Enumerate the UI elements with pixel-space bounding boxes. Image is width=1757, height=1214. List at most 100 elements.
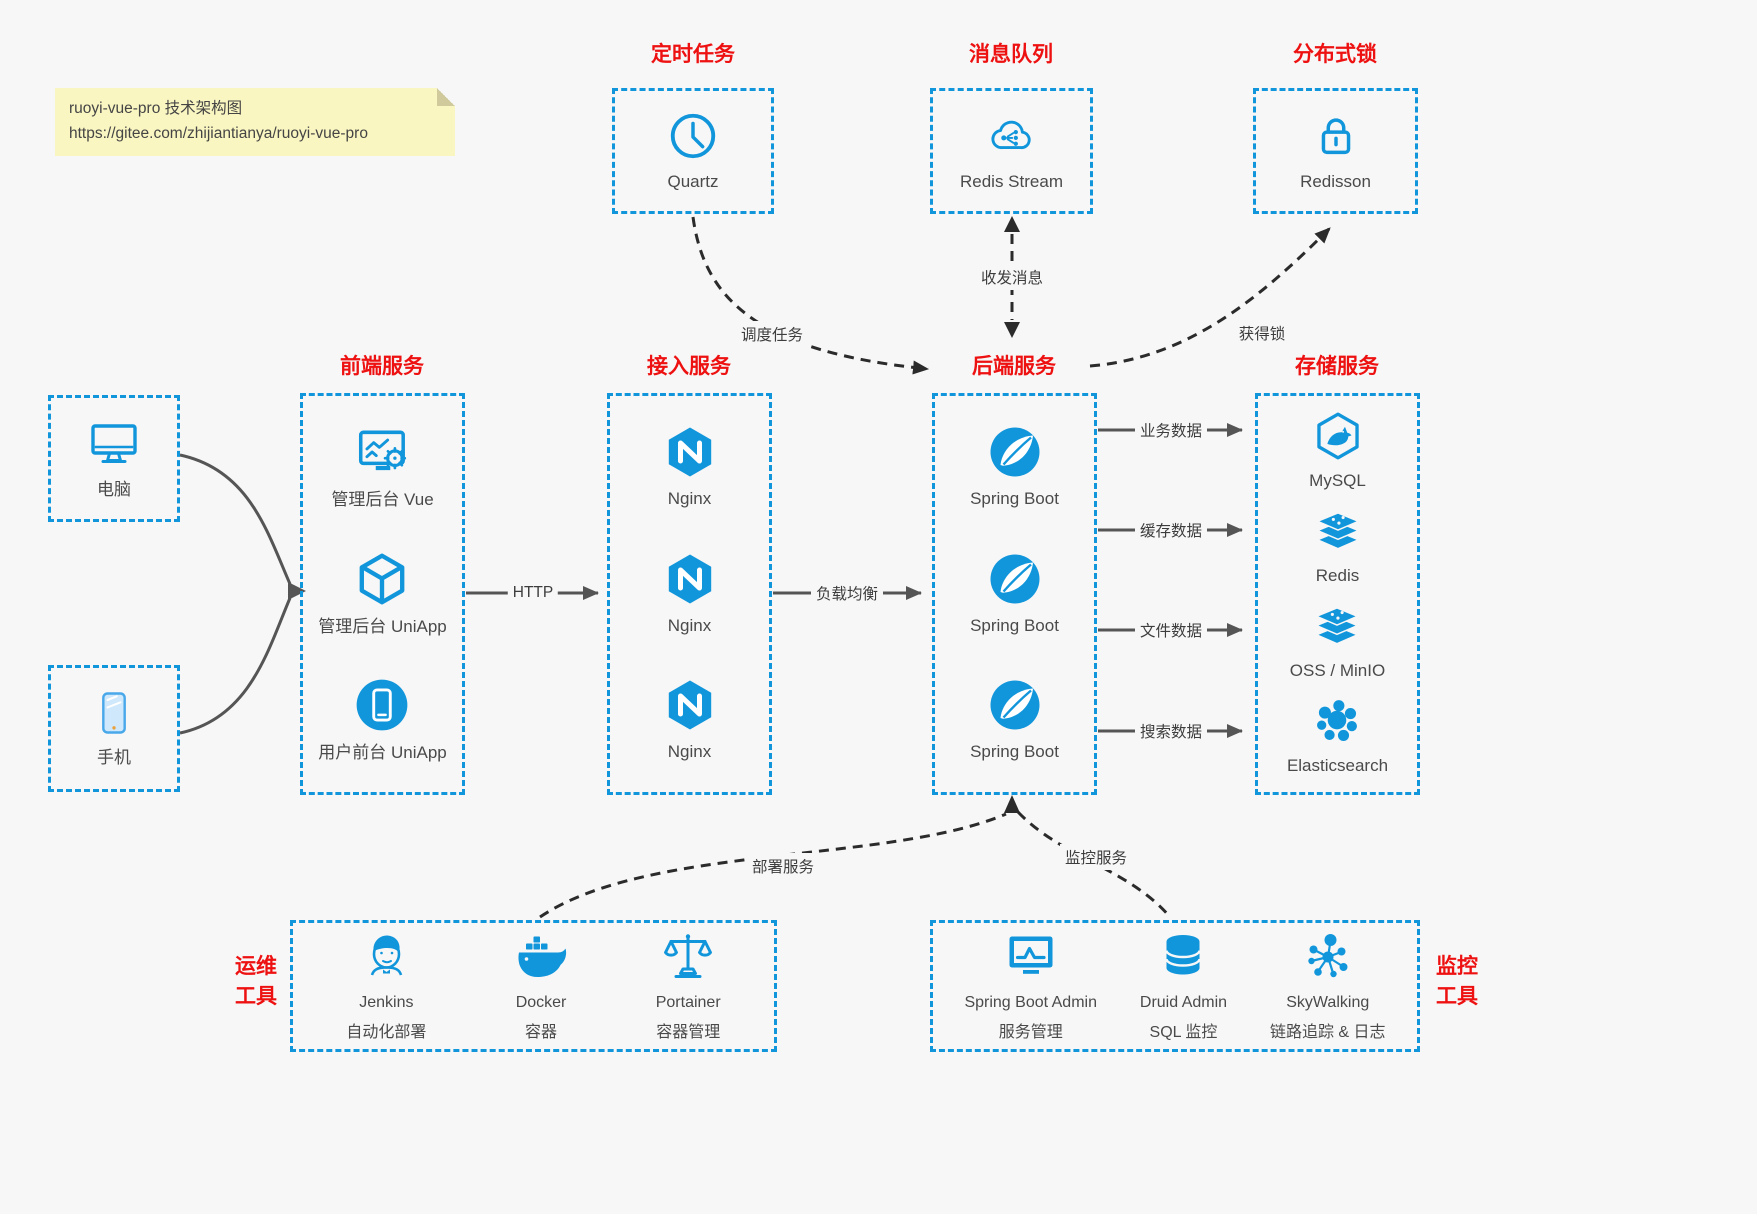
node-label: Redisson xyxy=(1300,171,1371,191)
node-jenkins-1: Jenkins 自动化部署 xyxy=(346,928,426,1044)
node-spring-3: Spring Boot xyxy=(970,677,1059,764)
node-label: Jenkins xyxy=(359,993,414,1011)
node-label: SkyWalking xyxy=(1286,993,1370,1011)
node-label: Spring Boot xyxy=(970,488,1059,508)
clock-icon xyxy=(666,109,720,163)
mysql-icon xyxy=(1312,410,1364,462)
node-nginx-3: Nginx xyxy=(662,677,718,764)
group-mq: Redis Stream xyxy=(930,88,1093,214)
edge-backend-redisson xyxy=(1089,226,1332,368)
node-label: 管理后台 UniApp xyxy=(318,616,447,636)
spring-icon xyxy=(987,677,1043,733)
edge-computer-frontend xyxy=(179,453,292,585)
edge-label-frontend-gateway: HTTP xyxy=(507,582,559,604)
node-label: Portainer xyxy=(655,993,721,1011)
node-nginx-1: Nginx xyxy=(662,424,718,511)
node-mysql-1: MySQL xyxy=(1309,410,1366,493)
node-spring-2: Spring Boot xyxy=(970,551,1059,638)
group-scheduler: Quartz xyxy=(612,88,774,214)
node-spring-1: Spring Boot xyxy=(970,424,1059,511)
elasticsearch-icon xyxy=(1311,695,1363,747)
user-app-icon xyxy=(353,676,411,734)
note-fold-corner xyxy=(437,88,455,106)
node-cube-2: 管理后台 UniApp xyxy=(318,550,447,639)
group-frontend: 管理后台 Vue 管理后台 UniApp 用户前台 UniApp xyxy=(300,393,465,795)
group-title-mq: 消息队列 xyxy=(969,43,1053,66)
edge-label-backend-redis: 缓存数据 xyxy=(1134,517,1208,543)
node-label: Druid Admin xyxy=(1139,993,1228,1011)
node-elasticsearch-4: Elasticsearch xyxy=(1287,695,1388,778)
edge-label-gateway-backend: 负载均衡 xyxy=(810,580,884,606)
druid-icon xyxy=(1155,928,1211,984)
node-label: 手机 xyxy=(97,748,131,768)
spring-icon xyxy=(987,551,1043,607)
portainer-icon xyxy=(660,928,716,984)
node-lock: Redisson xyxy=(1300,109,1371,194)
docker-icon xyxy=(513,928,569,984)
node-label: 容器 xyxy=(525,1024,558,1041)
sticky-note: ruoyi-vue-pro 技术架构图 https://gitee.com/zh… xyxy=(55,88,455,156)
node-user-app-3: 用户前台 UniApp xyxy=(318,676,447,765)
node-nginx-2: Nginx xyxy=(662,551,718,638)
group-title-line: 工具 xyxy=(1436,984,1478,1008)
spring-admin-icon xyxy=(1003,928,1059,984)
phone-icon xyxy=(88,687,140,739)
node-redis-2: Redis xyxy=(1312,505,1364,588)
arrowhead-mq-up xyxy=(1004,216,1020,232)
cube-icon xyxy=(353,550,411,608)
note-title: ruoyi-vue-pro 技术架构图 xyxy=(69,100,243,117)
node-label: Redis Stream xyxy=(960,171,1063,191)
node-label: Spring Boot Admin xyxy=(964,993,1097,1011)
group-title-devops: 运维工具 xyxy=(235,952,277,1012)
node-docker-2: Docker 容器 xyxy=(513,928,569,1044)
desktop-icon xyxy=(86,415,142,471)
node-portainer-3: Portainer 容器管理 xyxy=(656,928,721,1044)
edge-quartz-backend xyxy=(691,216,929,375)
node-phone: 手机 xyxy=(88,687,140,770)
node-label: 容器管理 xyxy=(656,1024,721,1041)
edge-label-redis-stream-backend: 收发消息 xyxy=(975,264,1049,290)
edge-label-devops-tools-backend: 部署服务 xyxy=(746,853,820,879)
edge-phone-frontend xyxy=(179,597,292,735)
arrowhead-mq-down xyxy=(1004,322,1020,338)
lock-icon xyxy=(1309,109,1363,163)
nginx-icon xyxy=(662,551,718,607)
node-label: Redis xyxy=(1315,566,1360,586)
group-title-monitor: 监控工具 xyxy=(1436,952,1478,1012)
merge-arrowhead-backend-bottom xyxy=(1004,795,1020,813)
redis-icon xyxy=(1312,505,1364,557)
node-desktop: 电脑 xyxy=(86,415,142,502)
jenkins-icon xyxy=(358,928,414,984)
node-label: 用户前台 UniApp xyxy=(318,743,447,763)
edge-label-backend-oss-minio: 文件数据 xyxy=(1134,617,1208,643)
skywalking-icon xyxy=(1300,928,1356,984)
edge-label-backend-elasticsearch: 搜索数据 xyxy=(1134,718,1208,744)
node-label: 自动化部署 xyxy=(346,1024,427,1041)
oss-icon xyxy=(1311,600,1363,652)
node-cloud-stream: Redis Stream xyxy=(960,109,1063,194)
group-title-line: 监控 xyxy=(1436,955,1478,978)
node-label: Nginx xyxy=(667,615,712,635)
node-label: Docker xyxy=(515,993,567,1011)
nginx-icon xyxy=(662,424,718,480)
cloud-stream-icon xyxy=(984,109,1038,163)
edge-label-backend-mysql: 业务数据 xyxy=(1134,417,1208,443)
nginx-icon xyxy=(662,677,718,733)
node-label: Elasticsearch xyxy=(1286,756,1389,776)
group-lock: Redisson xyxy=(1253,88,1418,214)
node-label: MySQL xyxy=(1309,471,1366,491)
node-label: Nginx xyxy=(667,742,712,762)
node-label: Spring Boot xyxy=(970,615,1059,635)
node-label: 管理后台 Vue xyxy=(331,489,434,509)
group-title-backend: 后端服务 xyxy=(972,355,1056,378)
node-oss-3: OSS / MinIO xyxy=(1290,600,1385,683)
node-label: Quartz xyxy=(667,171,719,191)
edge-label-backend-redisson: 获得锁 xyxy=(1233,320,1291,346)
group-title-scheduler: 定时任务 xyxy=(651,43,735,66)
